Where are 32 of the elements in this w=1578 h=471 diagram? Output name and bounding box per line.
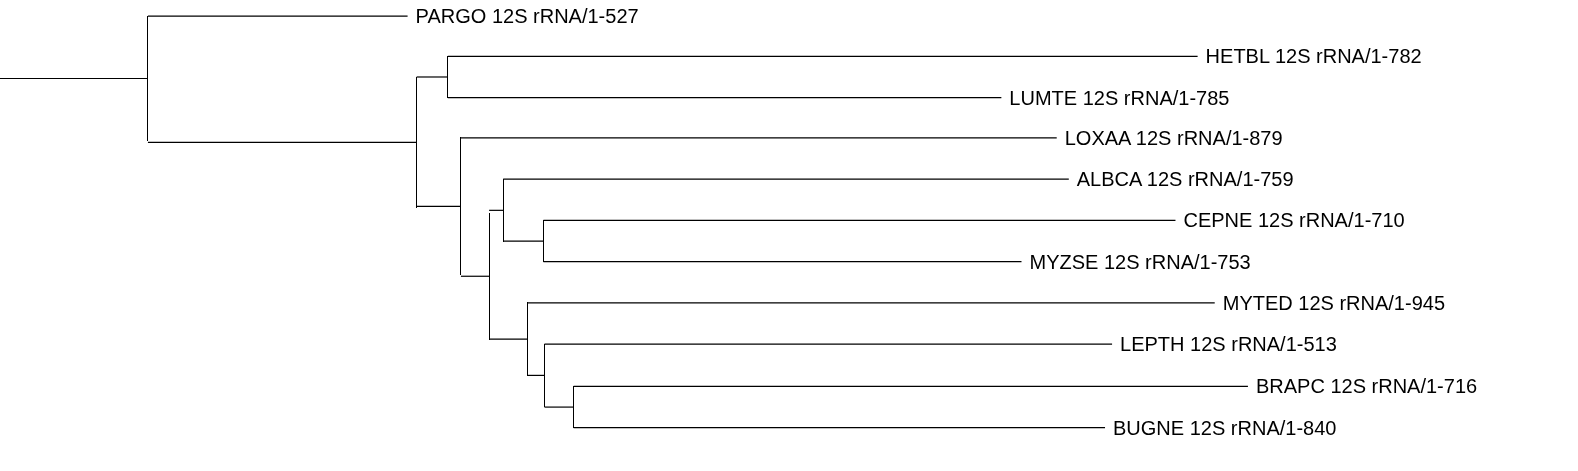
tree-branch	[416, 205, 462, 207]
tree-branch	[147, 141, 418, 143]
tree-branch	[526, 374, 546, 376]
taxon-label: LEPTH 12S rRNA/1-513	[1120, 332, 1337, 357]
tree-branch	[460, 275, 490, 277]
tree-branch	[416, 76, 449, 78]
tree-branch	[526, 302, 1216, 304]
tree-branch	[447, 55, 1199, 57]
tree-branch	[147, 15, 409, 17]
tree-branch	[542, 219, 1177, 221]
taxon-label: MYTED 12S rRNA/1-945	[1222, 290, 1445, 315]
tree-branch	[502, 240, 545, 242]
taxon-label: LUMTE 12S rRNA/1-785	[1009, 85, 1230, 110]
taxon-label: MYZSE 12S rRNA/1-753	[1029, 249, 1251, 274]
tree-branch	[573, 427, 1106, 429]
taxon-label: BUGNE 12S rRNA/1-840	[1113, 415, 1337, 440]
tree-branch	[542, 261, 1023, 263]
tree-branch	[543, 406, 575, 408]
tree-branch	[543, 343, 1113, 345]
tree-branch	[488, 338, 528, 340]
tree-branch	[0, 77, 149, 80]
taxon-label: CEPNE 12S rRNA/1-710	[1183, 208, 1405, 233]
tree-branch	[460, 137, 1058, 139]
tree-branch	[488, 209, 504, 211]
taxon-label: PARGO 12S rRNA/1-527	[415, 4, 639, 29]
tree-branch	[502, 178, 1070, 180]
taxon-label: LOXAA 12S rRNA/1-879	[1064, 125, 1283, 150]
taxon-label: HETBL 12S rRNA/1-782	[1205, 44, 1422, 69]
taxon-label: ALBCA 12S rRNA/1-759	[1076, 167, 1294, 192]
tree-branch	[447, 97, 1002, 99]
taxon-label: BRAPC 12S rRNA/1-716	[1255, 374, 1478, 399]
tree-branch	[573, 385, 1249, 388]
